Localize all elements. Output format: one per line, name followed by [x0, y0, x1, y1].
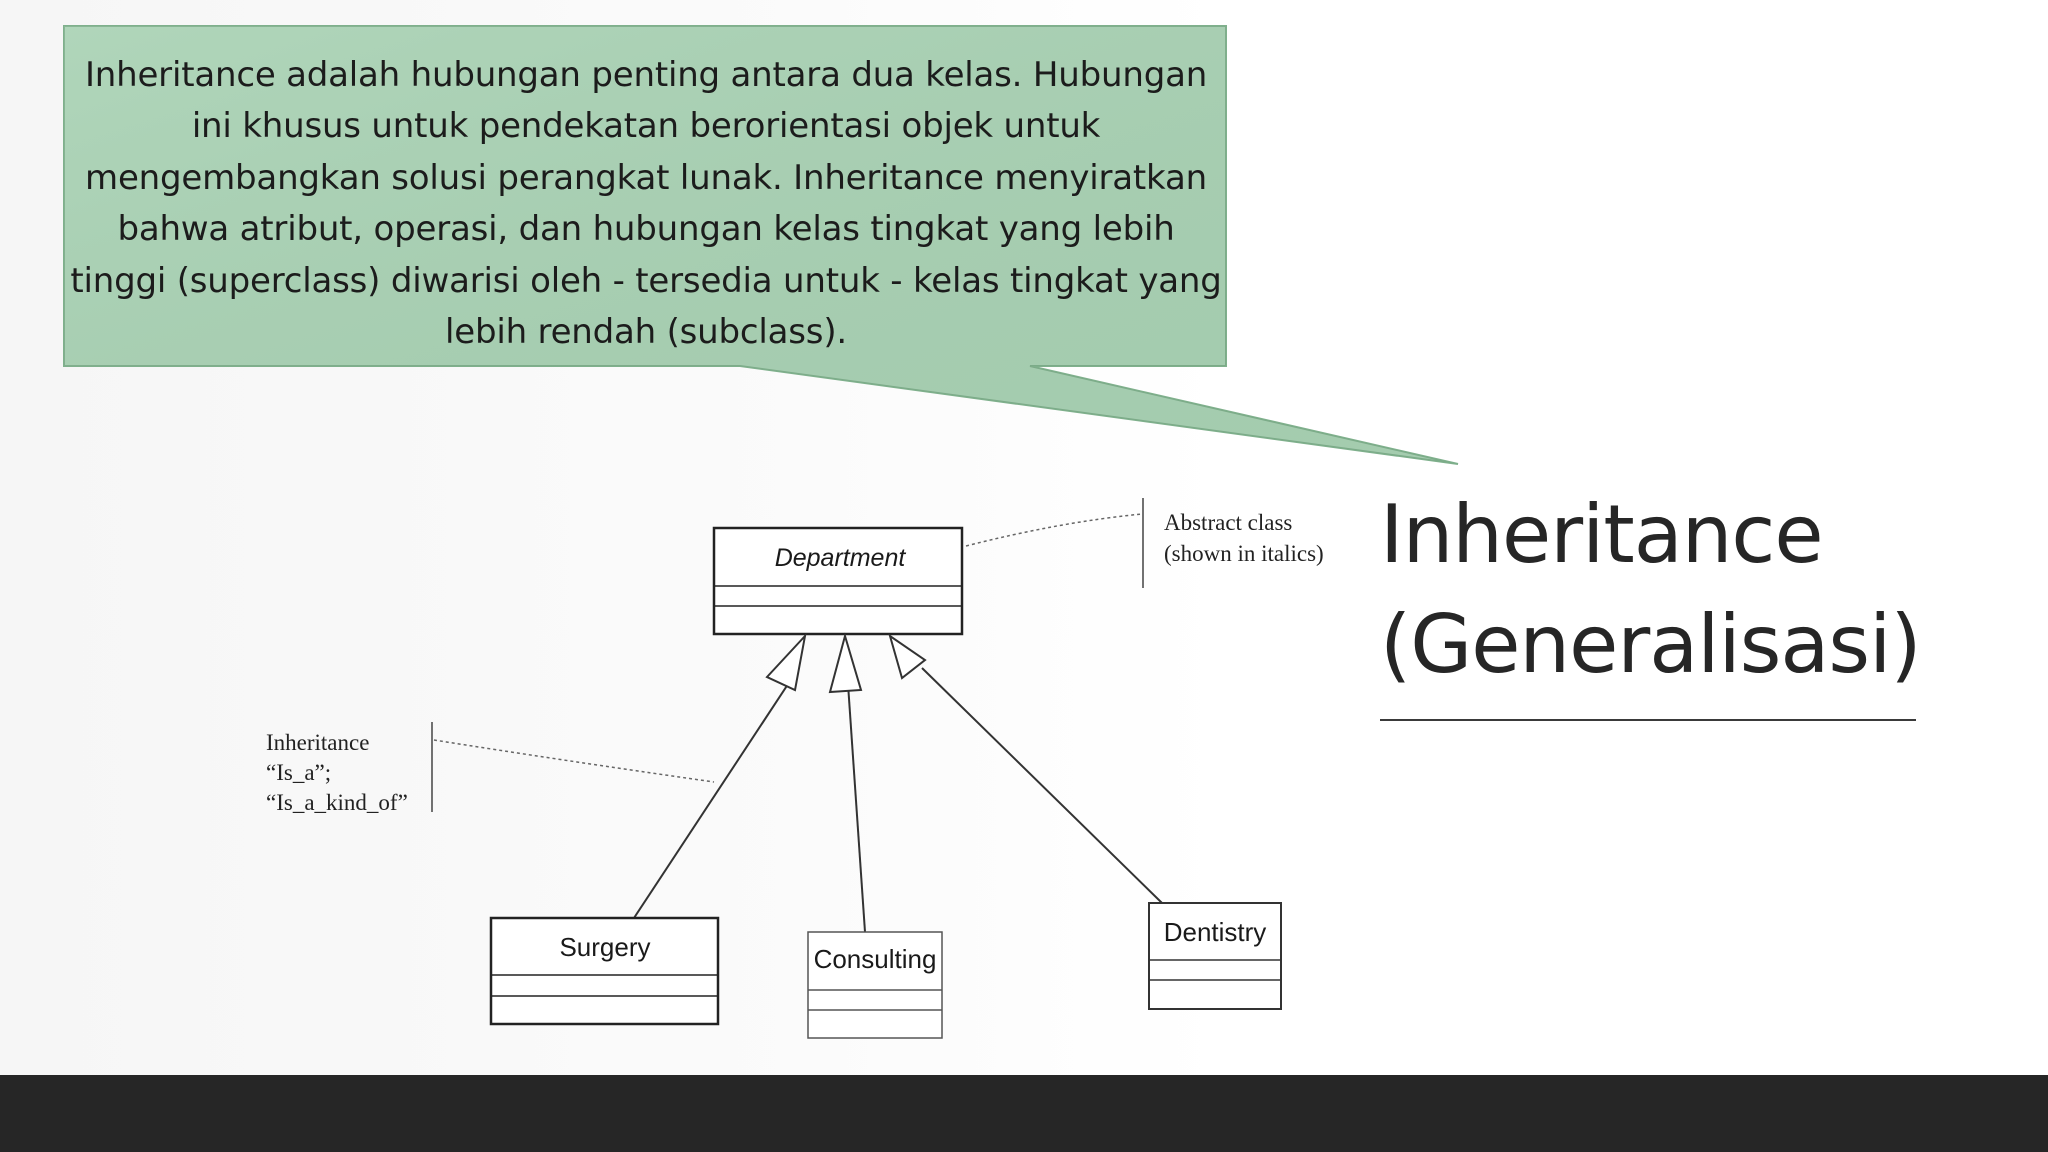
- arrowhead-surgery: [765, 632, 807, 692]
- note-leader-inheritance: [433, 739, 715, 783]
- class-name-surgery: Surgery: [559, 932, 650, 962]
- class-box-department: Department: [712, 526, 964, 636]
- title-line-2: (Generalisasi): [1380, 598, 1922, 691]
- footer-bar: [0, 1075, 2048, 1152]
- class-box-surgery: Surgery: [489, 916, 720, 1026]
- class-box-consulting: Consulting: [807, 931, 943, 1039]
- class-name-department: Department: [775, 544, 907, 572]
- class-box-dentistry: Dentistry: [1148, 902, 1282, 1010]
- note-inheritance: Inheritance “Is_a”; “Is_a_kind_of”: [266, 722, 715, 815]
- inheritance-lines: [633, 667, 1163, 933]
- line-consulting: [847, 683, 866, 933]
- class-name-dentistry: Dentistry: [1164, 917, 1267, 947]
- title-line-1: Inheritance: [1380, 488, 1824, 581]
- note-abstract-line1: Abstract class: [1164, 510, 1292, 535]
- note-abstract-class: Abstract class (shown in italics): [965, 498, 1324, 588]
- note-inherit-line2: “Is_a”;: [266, 760, 331, 785]
- callout-text: Inheritance adalah hubungan penting anta…: [70, 54, 1222, 353]
- note-inherit-line3: “Is_a_kind_of”: [266, 790, 408, 815]
- title-underline: [1380, 719, 1916, 721]
- arrowhead-dentistry: [888, 633, 927, 680]
- generalization-arrowheads: [765, 632, 927, 694]
- arrowhead-consulting: [828, 632, 863, 694]
- line-surgery: [633, 671, 797, 919]
- class-name-consulting: Consulting: [814, 944, 937, 974]
- note-leader-abstract: [965, 513, 1143, 547]
- note-inherit-line1: Inheritance: [266, 730, 369, 755]
- line-dentistry: [921, 667, 1163, 904]
- note-abstract-line2: (shown in italics): [1164, 541, 1324, 566]
- slide-title: Inheritance (Generalisasi): [1380, 480, 2020, 700]
